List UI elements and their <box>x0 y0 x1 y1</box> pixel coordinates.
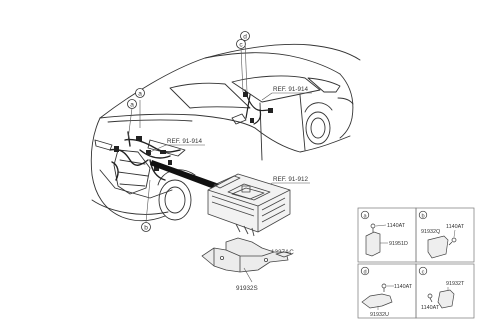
callout-a-lower: a <box>130 102 134 109</box>
callout-a-group: a a <box>127 88 145 141</box>
callout-a-upper: a <box>138 91 142 98</box>
panel-d-letter: d <box>363 269 366 275</box>
panel-c-bolt-label: 1140AT <box>421 305 440 311</box>
detail-panels-grid <box>357 207 475 319</box>
part-91932s-callout: 91932S <box>236 267 258 292</box>
rear-harness-connectors <box>243 92 273 123</box>
callout-c: c <box>239 42 243 49</box>
panel-d-bracket <box>361 293 393 309</box>
panel-d-part-label: 91932U <box>370 312 389 318</box>
ref-engine-label: REF. 91-914 <box>167 138 202 145</box>
bolt-icon <box>370 223 376 232</box>
bolt-icon <box>381 283 387 292</box>
panel-b-bracket <box>427 235 449 259</box>
callout-d: d <box>243 34 247 41</box>
panel-c-part-label: 91932T <box>446 281 465 287</box>
panel-b-bolt-label: 1140AT <box>446 224 465 230</box>
part-91932s-label: 91932S <box>236 285 258 292</box>
control-module-drawing <box>207 173 291 237</box>
ref-rear-label-group: REF. 91-914 <box>261 86 312 101</box>
callout-b-group: b <box>141 179 151 232</box>
ref-rear-label: REF. 91-914 <box>273 86 308 93</box>
panel-a-bracket <box>365 231 381 257</box>
detail-panel-b: b 1140AT 91932Q <box>418 210 465 259</box>
detail-panel-a: a 1140AT 91951D <box>360 210 408 257</box>
bolt-icon <box>448 237 457 246</box>
ref-module-label: REF. 91-912 <box>273 176 308 183</box>
panel-b-part-label: 91932Q <box>421 229 440 235</box>
callout-cd-group: d c <box>236 31 250 93</box>
engine-harness-connectors <box>114 136 172 171</box>
panel-c-bracket <box>437 289 455 309</box>
detail-panel-d: d 1140AT 91932U <box>360 266 413 318</box>
mounting-bracket-drawing <box>201 237 293 273</box>
callout-b: b <box>144 225 148 232</box>
ref-engine-label-group: REF. 91-914 <box>149 138 205 153</box>
panel-a-letter: a <box>363 213 367 219</box>
detail-panel-c: c 91932T 1140AT <box>418 266 465 311</box>
panel-b-letter: b <box>421 213 424 219</box>
panel-a-bolt-label: 1140AT <box>387 223 406 229</box>
panel-a-part-label: 91951D <box>389 241 408 247</box>
bolt-icon <box>427 293 433 303</box>
panel-c-letter: c <box>422 269 425 275</box>
panel-d-bolt-label: 1140AT <box>394 284 413 290</box>
